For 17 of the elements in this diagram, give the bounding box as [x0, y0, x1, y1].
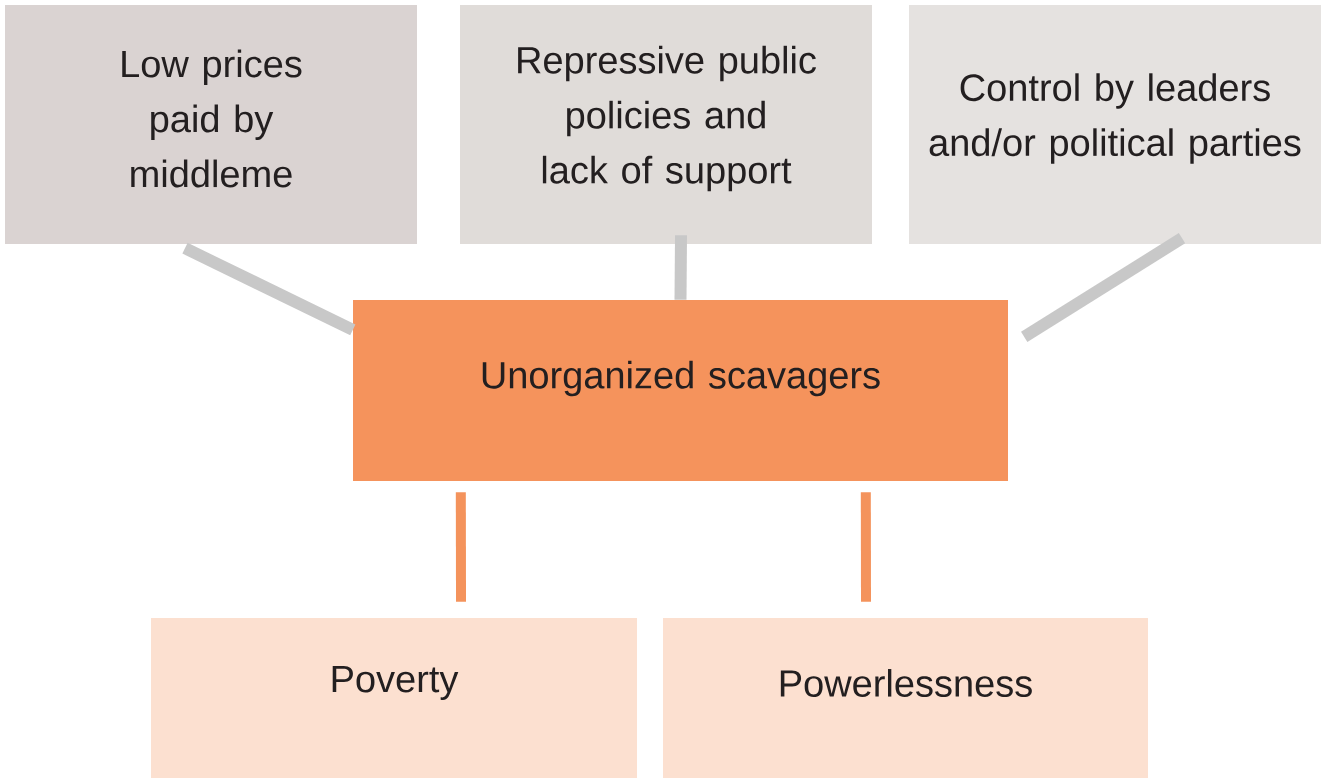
connector-line — [182, 242, 356, 336]
connector-line — [1021, 233, 1186, 342]
cause-box — [909, 5, 1321, 244]
effect-box — [151, 618, 637, 778]
connector-line — [455, 492, 466, 602]
central-box — [353, 300, 1008, 481]
connector-line — [674, 235, 687, 300]
cause-box — [460, 5, 872, 244]
connector-line — [860, 492, 871, 602]
label-text: Repressive public policies and lack of support — [518, 45, 816, 192]
label-text: Powerlessness — [780, 669, 1032, 697]
label-text: Low prices paid by middleme — [122, 49, 302, 188]
label-text: Unorganized scavagers — [482, 360, 880, 397]
label-text: Control by leaders and/or political parties — [929, 73, 1301, 164]
effect-box — [663, 618, 1148, 778]
label-text: Poverty — [332, 666, 459, 700]
cause-box — [5, 5, 417, 244]
